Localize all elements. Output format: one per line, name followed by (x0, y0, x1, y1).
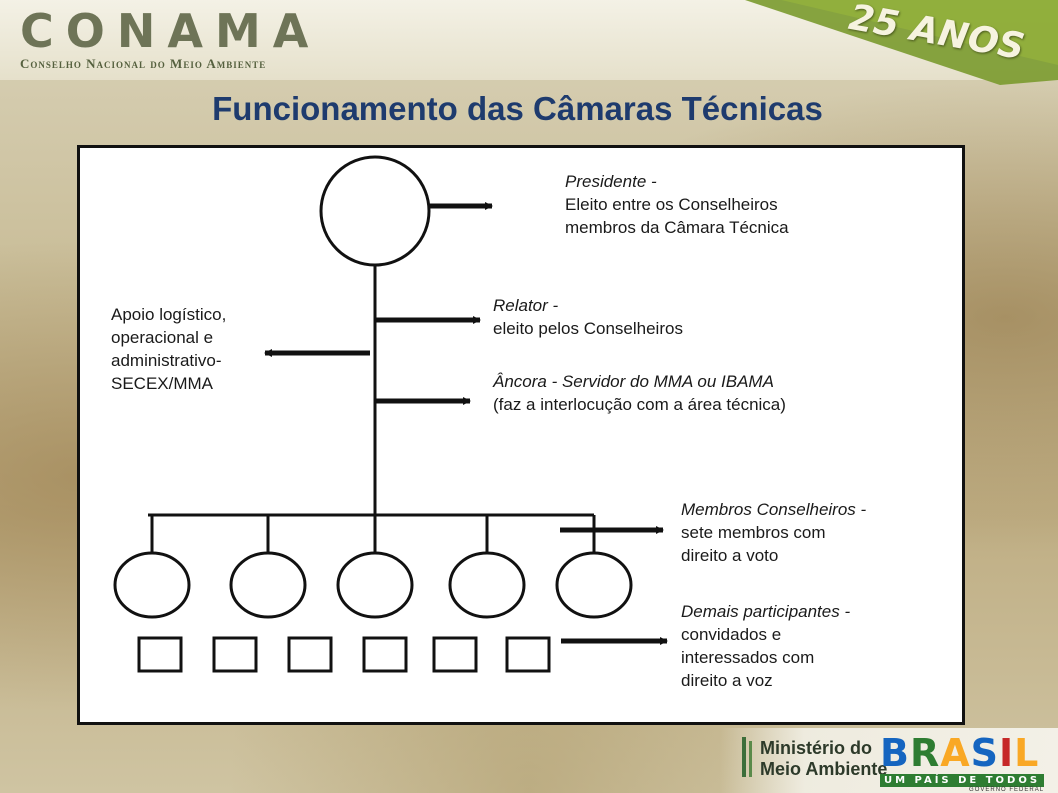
ministry-emblem-icon (742, 737, 752, 777)
participant-node (137, 636, 183, 673)
brasil-tagline: UM PAÍS DE TODOS (880, 774, 1045, 787)
member-node (113, 551, 191, 619)
page-title: Funcionamento das Câmaras Técnicas (212, 90, 823, 127)
org-diagram: Presidente - Eleito entre os Conselheiro… (77, 145, 965, 725)
apoio-label: Apoio logístico, operacional e administr… (111, 303, 226, 395)
label-heading: Presidente - (565, 172, 657, 191)
brasil-wordmark: BRASIL (880, 733, 1044, 773)
ministry-name-line: Meio Ambiente (760, 759, 888, 779)
brasil-logo: BRASIL UM PAÍS DE TODOS GOVERNO FEDERAL (880, 733, 1045, 793)
label-heading: Âncora - Servidor do MMA ou IBAMA (493, 372, 774, 391)
label-line: Apoio logístico, (111, 305, 227, 324)
brasil-letter: B (880, 731, 910, 775)
brasil-letter: A (940, 731, 971, 775)
label-line: administrativo- (111, 351, 222, 370)
anniversary-ribbon (745, 0, 1058, 85)
participant-node (287, 636, 333, 673)
label-line: operacional e (111, 328, 214, 347)
label-line: convidados e (681, 625, 782, 644)
logo-wordmark: CONAMA (20, 4, 321, 58)
label-line: interessados com (681, 648, 815, 667)
member-node (336, 551, 414, 619)
participant-node (505, 636, 551, 673)
participant-node (362, 636, 408, 673)
brasil-letter: S (970, 731, 1000, 775)
ministry-name: Ministério do Meio Ambiente (760, 738, 887, 780)
participant-node (432, 636, 478, 673)
demais-label: Demais participantes - convidados e inte… (681, 600, 850, 692)
org-diagram-lines (113, 155, 668, 673)
label-line: SECEX/MMA (111, 374, 214, 393)
membros-label: Membros Conselheiros - sete membros com … (681, 498, 866, 567)
brasil-gov-label: GOVERNO FEDERAL (969, 787, 1045, 793)
label-line: sete membros com (681, 523, 826, 542)
logo-subtitle: Conselho Nacional do Meio Ambiente (20, 56, 267, 71)
label-heading: Relator - (493, 296, 559, 315)
member-node (555, 551, 633, 619)
relator-label: Relator - eleito pelos Conselheiros (493, 294, 683, 340)
label-line: (faz a interlocução com a área técnica) (493, 395, 786, 414)
brasil-letter: R (909, 731, 941, 775)
member-node (229, 551, 307, 619)
presidente-node (319, 155, 431, 267)
brasil-letter: I (999, 731, 1015, 775)
label-line: Eleito entre os Conselheiros (565, 195, 778, 214)
label-line: eleito pelos Conselheiros (493, 319, 683, 338)
member-node (448, 551, 526, 619)
label-heading: Demais participantes - (681, 602, 851, 621)
participant-node (212, 636, 258, 673)
label-line: direito a voto (681, 546, 779, 565)
conama-logo: CONAMA Conselho Nacional do Meio Ambient… (20, 8, 320, 72)
label-heading: Membros Conselheiros - (681, 500, 867, 519)
ancora-label: Âncora - Servidor do MMA ou IBAMA (faz a… (493, 370, 786, 416)
label-line: membros da Câmara Técnica (565, 218, 789, 237)
ministry-name-line: Ministério do (760, 738, 872, 758)
presidente-label: Presidente - Eleito entre os Conselheiro… (565, 170, 789, 239)
label-line: direito a voz (681, 671, 773, 690)
brasil-letter: L (1014, 731, 1040, 775)
